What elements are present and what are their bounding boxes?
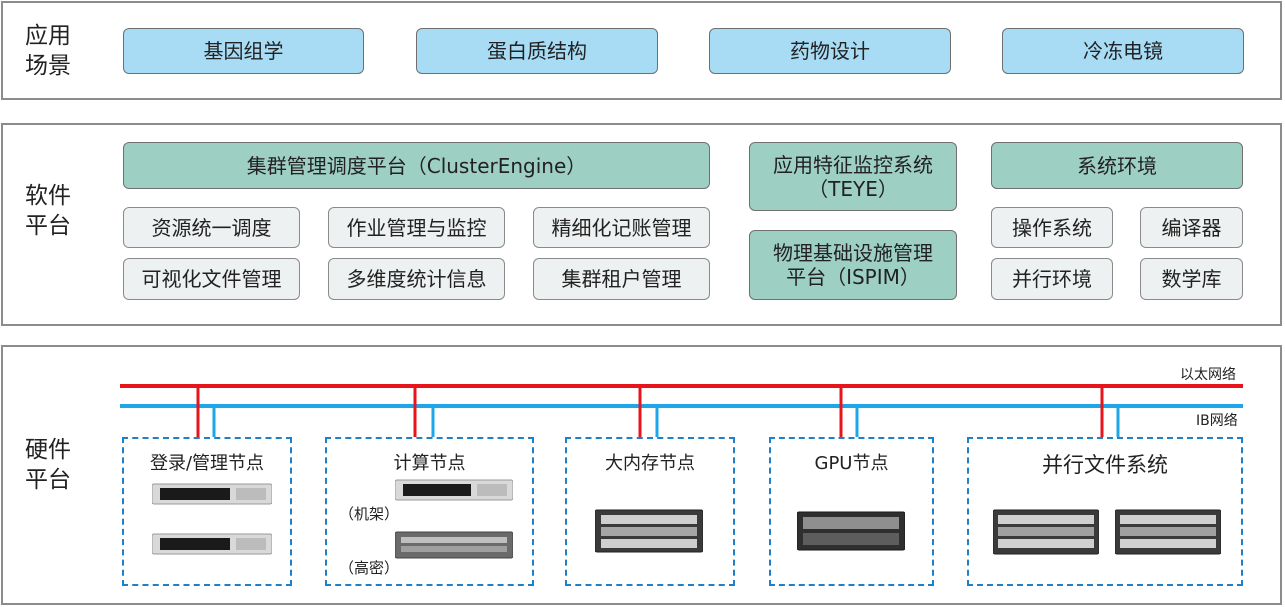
cluster-engine-box: 集群管理调度平台（ClusterEngine） — [123, 142, 710, 189]
env-compiler: 编译器 — [1140, 207, 1243, 248]
application-layer-label: 应用 场景 — [25, 23, 71, 79]
ispim-box: 物理基础设施管理 平台（ISPIM） — [749, 230, 957, 300]
system-env-box: 系统环境 — [991, 142, 1243, 189]
module-job-management: 作业管理与监控 — [328, 207, 505, 248]
gpu-server-icon — [797, 511, 905, 551]
gpu-node-group: GPU节点 — [769, 437, 934, 586]
app-protein-structure: 蛋白质结构 — [416, 28, 658, 74]
rack-server-icon — [152, 533, 272, 555]
software-layer-label: 软件 平台 — [25, 183, 71, 239]
storage-array-icon — [993, 509, 1099, 555]
node-group-title: 大内存节点 — [605, 453, 695, 474]
rack-note: （机架） — [339, 505, 400, 523]
node-group-title: 并行文件系统 — [1042, 453, 1168, 477]
env-operating-system: 操作系统 — [991, 207, 1113, 248]
app-genomics: 基因组学 — [123, 28, 364, 74]
module-tenant-management: 集群租户管理 — [533, 258, 710, 300]
high-density-note: （高密） — [339, 559, 400, 577]
env-parallel-environment: 并行环境 — [991, 258, 1113, 300]
storage-array-icon — [1115, 509, 1221, 555]
node-group-title: GPU节点 — [814, 453, 889, 474]
rack-server-icon — [395, 479, 513, 501]
login-management-node-group: 登录/管理节点 — [122, 437, 292, 586]
compute-node-group: 计算节点 （机架） （高密） — [325, 437, 534, 586]
teye-box: 应用特征监控系统 （TEYE） — [749, 142, 957, 211]
app-cryo-em: 冷冻电镜 — [1002, 28, 1244, 74]
node-group-title: 计算节点 — [393, 453, 466, 474]
module-file-management: 可视化文件管理 — [123, 258, 300, 300]
module-statistics: 多维度统计信息 — [328, 258, 505, 300]
ib-label: IB网络 — [1196, 413, 1238, 429]
large-memory-node-group: 大内存节点 — [565, 437, 735, 586]
large-memory-server-icon — [595, 509, 703, 553]
module-accounting: 精细化记账管理 — [533, 207, 710, 248]
module-resource-scheduling: 资源统一调度 — [123, 207, 300, 248]
env-math-library: 数学库 — [1140, 258, 1243, 300]
node-group-title: 登录/管理节点 — [149, 453, 265, 474]
parallel-file-system-group: 并行文件系统 — [967, 437, 1243, 586]
rack-server-icon — [152, 483, 272, 505]
high-density-server-icon — [395, 531, 513, 559]
app-drug-design: 药物设计 — [709, 28, 951, 74]
ethernet-label: 以太网络 — [1180, 367, 1236, 383]
hardware-layer-label: 硬件 平台 — [25, 437, 71, 493]
